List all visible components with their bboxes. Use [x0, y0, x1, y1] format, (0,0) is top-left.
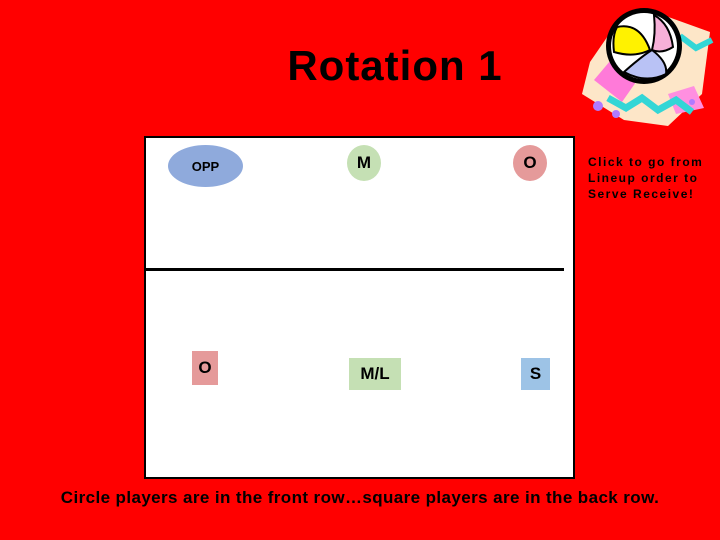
slide-title: Rotation 1 [287, 42, 503, 89]
player-middle-libero-square: M/L [349, 358, 401, 390]
volleyball-court: OPP M O O M/L S [144, 136, 575, 479]
player-label: O [198, 358, 212, 377]
serve-receive-link[interactable]: Click to go from Lineup order to Serve R… [588, 155, 704, 201]
court-net-line [146, 268, 564, 271]
player-middle-circle: M [347, 145, 381, 181]
volleyball-icon [582, 8, 714, 126]
player-outside-circle: O [513, 145, 547, 181]
player-label: OPP [191, 158, 220, 174]
player-setter-square: S [521, 358, 550, 390]
slide-caption: Circle players are in the front row…squa… [60, 488, 660, 507]
player-label: M/L [360, 364, 390, 383]
player-opp-circle: OPP [168, 145, 243, 187]
player-label: M [356, 153, 372, 172]
player-outside-square: O [192, 351, 218, 385]
player-label: O [523, 153, 537, 172]
player-label: S [529, 364, 542, 383]
